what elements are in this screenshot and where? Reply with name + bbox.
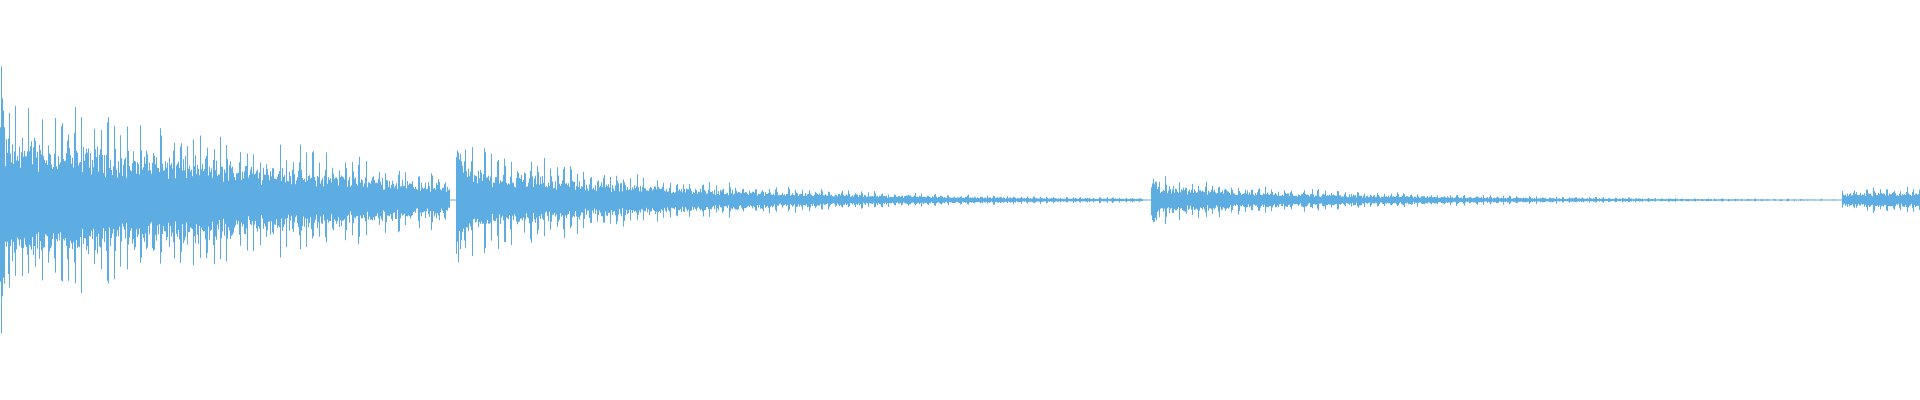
waveform-bars	[0, 66, 1920, 334]
